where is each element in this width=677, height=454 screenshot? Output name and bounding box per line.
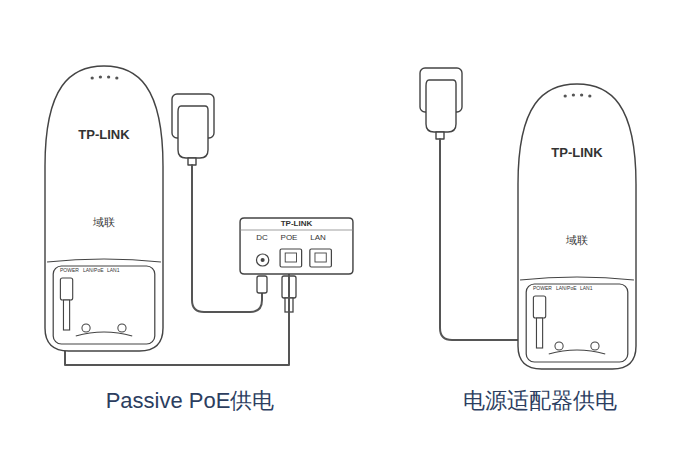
dc-plug xyxy=(257,276,267,293)
outdoor-cpe-device: TP-LINK 域联 POWER LAN/PoELAN1 xyxy=(518,84,636,369)
dc-cable xyxy=(440,139,518,340)
brand-logo: TP-LINK xyxy=(45,128,163,142)
port-label: LAN1 xyxy=(107,268,120,274)
port-label: LAN xyxy=(310,234,326,243)
outdoor-cpe-device-outline xyxy=(45,66,163,351)
brand-logo: TP-LINK xyxy=(238,220,355,229)
adapter-strain-relief xyxy=(188,158,196,165)
power-adapter xyxy=(426,80,456,132)
port-label: LAN/PoE xyxy=(556,286,577,292)
port-label: POE xyxy=(281,234,298,243)
outdoor-cpe-device: TP-LINK 域联 POWER LAN/PoELAN1 xyxy=(45,66,163,351)
adapter-strain-relief xyxy=(436,132,444,139)
brand-logo: TP-LINK xyxy=(518,146,636,160)
port-label: POWER xyxy=(60,268,79,274)
caption-label: 电源适配器供电 xyxy=(463,388,617,414)
model-name: 域联 xyxy=(45,216,163,228)
outdoor-cpe-device-outline xyxy=(518,84,636,369)
caption-label: Passive PoE供电 xyxy=(106,388,275,414)
port-label: LAN1 xyxy=(580,286,593,292)
model-name: 域联 xyxy=(518,234,636,246)
port-label: DC xyxy=(256,234,268,243)
power-adapter xyxy=(178,106,208,158)
port-label: POWER xyxy=(533,286,552,292)
port-label: LAN/PoE xyxy=(83,268,104,274)
poe-injector: TP-LINK DC POE LAN xyxy=(238,216,355,274)
